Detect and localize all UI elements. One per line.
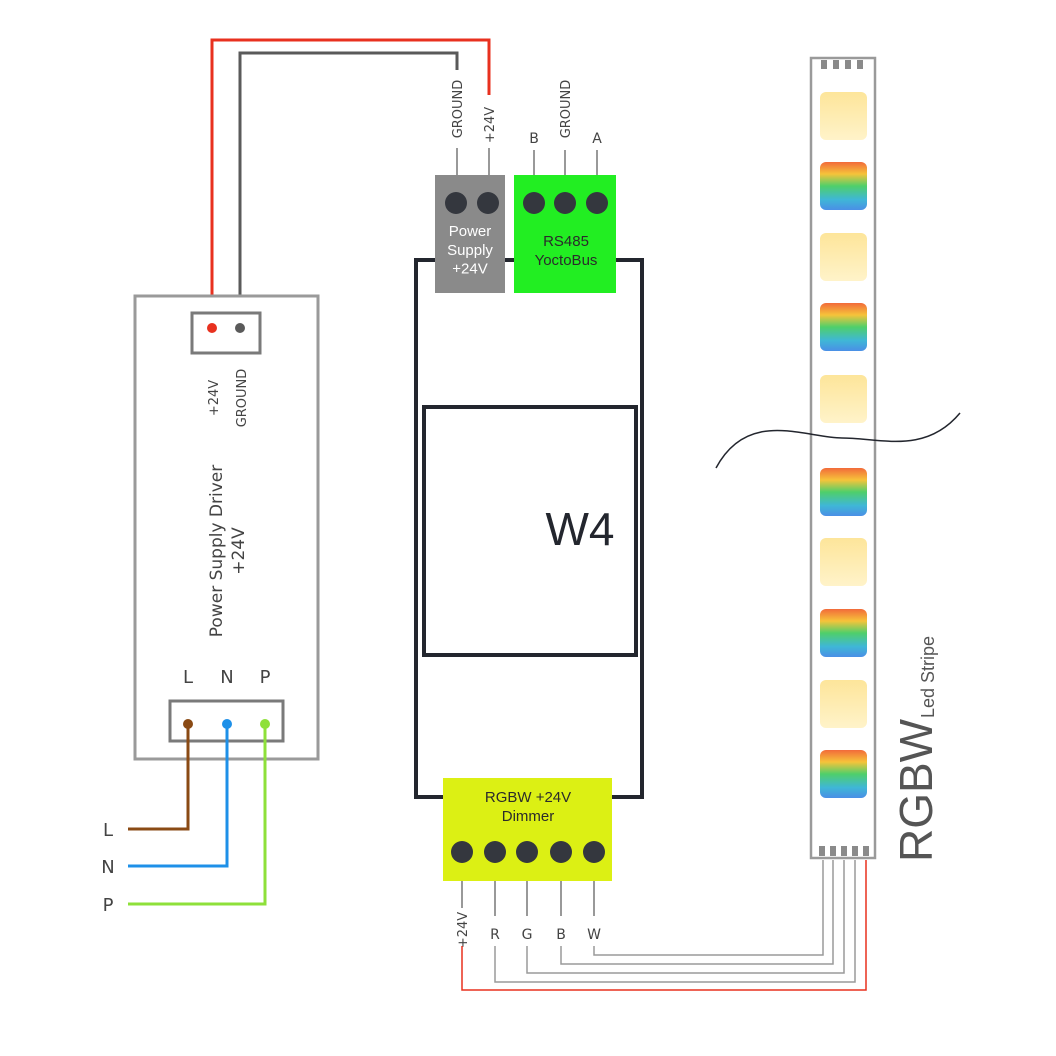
driver-in-p-label: P — [260, 667, 271, 688]
led-warm-white — [820, 375, 867, 423]
strip-title: RGBW — [890, 718, 942, 862]
rs485-ground-label: GROUND — [559, 80, 574, 139]
dimmer-terminal-w — [583, 841, 605, 863]
wire-p-green — [128, 724, 267, 906]
driver-subtitle: +24V — [229, 527, 249, 575]
mains-n-label: N — [101, 857, 114, 878]
mains-l-label: L — [103, 820, 113, 841]
rs485-terminal-a — [586, 192, 608, 214]
driver-out-ground-label: GROUND — [235, 369, 250, 428]
module-name: W4 — [546, 503, 615, 555]
dimmer-block — [443, 778, 612, 881]
wire-strip-w — [593, 860, 824, 956]
driver-out-plus-label: +24V — [207, 380, 222, 416]
driver-out-ground-dot — [235, 323, 245, 333]
driver-in-l-label: L — [183, 667, 193, 688]
power-terminal-ground — [445, 192, 467, 214]
mains-p-label: P — [103, 895, 114, 916]
power-plus-label: +24V — [483, 107, 498, 143]
driver-body — [133, 294, 320, 761]
dimmer-label-plus24: +24V — [456, 912, 471, 948]
led-warm-white — [820, 538, 867, 586]
rs485-a-label: A — [592, 131, 602, 147]
dimmer-label-r: R — [490, 927, 500, 943]
dimmer-label-g: G — [522, 927, 533, 943]
wire-strip-r — [494, 860, 856, 983]
led-rgb — [820, 303, 867, 351]
wire-strip-g — [526, 860, 845, 974]
driver-in-n-label: N — [220, 667, 233, 688]
power-wires — [210, 38, 491, 328]
led-rgb — [820, 468, 867, 516]
strip-subtitle: Led Stripe — [918, 636, 938, 718]
dimmer-terminal-plus24 — [451, 841, 473, 863]
driver-out-plus-dot — [207, 323, 217, 333]
wire-plus24-red — [210, 38, 491, 328]
rs485-terminal-ground — [554, 192, 576, 214]
wire-strip-plus24 — [461, 860, 867, 991]
power-ground-label: GROUND — [451, 80, 466, 139]
rs485-terminal-b — [523, 192, 545, 214]
driver-in-n-dot — [222, 719, 232, 729]
driver-output-terminal — [190, 311, 262, 355]
rs485-b-label: B — [529, 131, 539, 147]
strip-top-contacts — [821, 60, 863, 69]
led-rgb — [820, 750, 867, 798]
power-supply-driver: +24V GROUND Power Supply Driver +24V L N… — [133, 294, 320, 761]
led-rgb — [820, 162, 867, 210]
dimmer-output-wiring: +24V R G B W — [456, 860, 867, 991]
strip-bottom-contacts — [819, 846, 869, 856]
wire-n-blue — [128, 724, 229, 868]
driver-in-p-dot — [260, 719, 270, 729]
driver-in-l-dot — [183, 719, 193, 729]
mains-wires: L N P — [101, 719, 270, 916]
wire-l-brown — [128, 724, 190, 831]
driver-title: Power Supply Driver — [207, 465, 227, 637]
wire-strip-b — [560, 860, 834, 965]
dimmer-label-b: B — [556, 927, 566, 943]
strip-break-mark — [715, 412, 961, 469]
power-terminal-plus — [477, 192, 499, 214]
led-warm-white — [820, 233, 867, 281]
dimmer-label-w: W — [587, 927, 601, 943]
led-warm-white — [820, 92, 867, 140]
led-rgb — [820, 609, 867, 657]
dimmer-terminal-r — [484, 841, 506, 863]
wire-ground-gray — [238, 51, 459, 328]
led-warm-white — [820, 680, 867, 728]
dimmer-terminal-b — [550, 841, 572, 863]
module-center-window — [422, 405, 638, 657]
dimmer-terminal-g — [516, 841, 538, 863]
led-strip: RGBW Led Stripe — [715, 56, 961, 862]
top-terminal-labels: GROUND +24V B GROUND A — [451, 80, 602, 175]
